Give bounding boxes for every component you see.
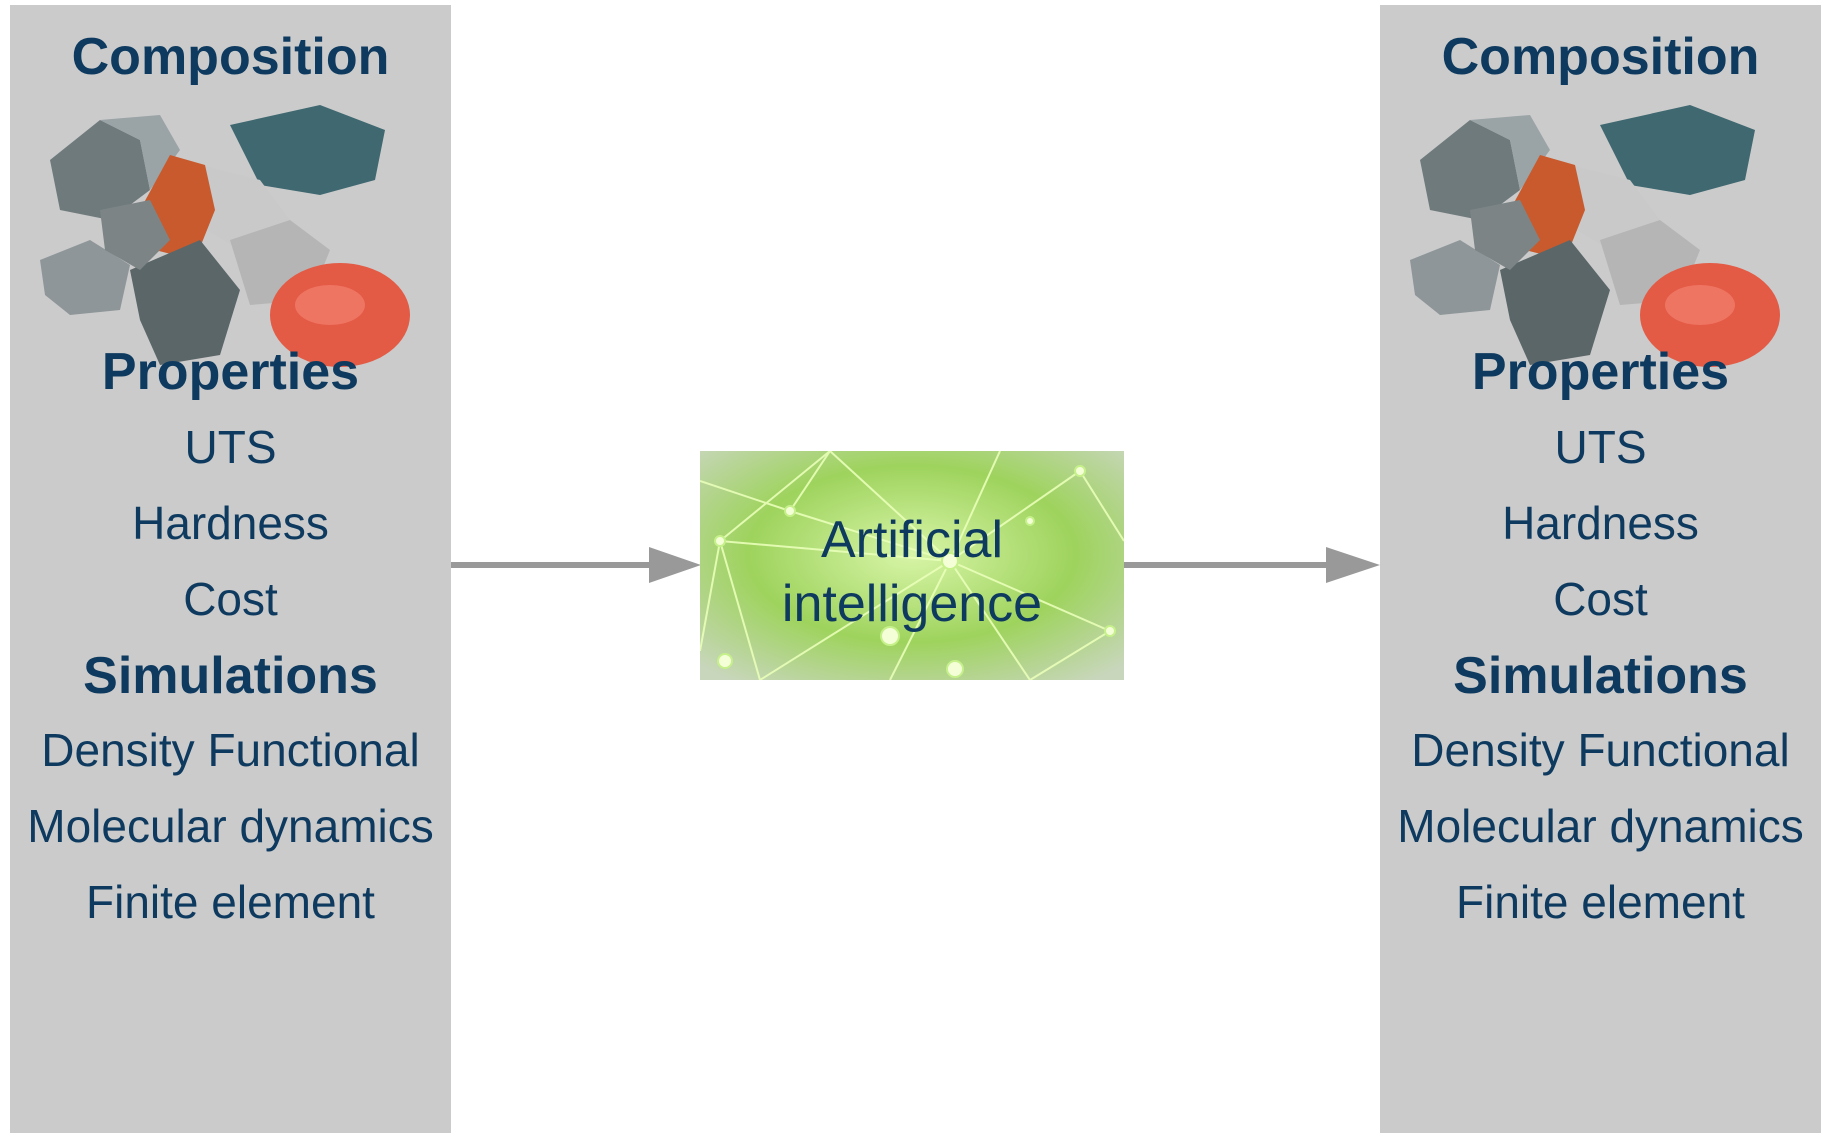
property-cost: Cost <box>1553 573 1648 625</box>
simulation-molecular-dynamics: Molecular dynamics <box>1397 800 1804 852</box>
neural-network-background <box>700 451 1124 680</box>
arrow-from-ai <box>1124 547 1380 583</box>
property-uts: UTS <box>184 421 277 473</box>
properties-heading: Properties <box>1471 343 1730 401</box>
ai-label-line1: Artificial <box>820 511 1004 569</box>
right-panel: Composition Properties UTS Hardness Cost… <box>1380 5 1821 1133</box>
properties-heading: Properties <box>101 343 360 401</box>
materials-image <box>40 105 410 367</box>
simulations-heading: Simulations <box>83 647 378 705</box>
composition-heading: Composition <box>1441 28 1760 86</box>
simulation-finite-element: Finite element <box>1456 876 1745 928</box>
simulation-finite-element: Finite element <box>86 876 375 928</box>
arrow-to-ai <box>451 547 701 583</box>
property-cost: Cost <box>183 573 278 625</box>
ai-label-line2: intelligence <box>781 575 1043 633</box>
left-panel: Composition Properties UTS Hardness Cost… <box>10 5 451 1133</box>
simulation-density-functional: Density Functional <box>1411 724 1790 776</box>
simulation-molecular-dynamics: Molecular dynamics <box>27 800 434 852</box>
materials-image <box>1410 105 1780 367</box>
property-uts: UTS <box>1554 421 1647 473</box>
composition-heading: Composition <box>71 28 390 86</box>
property-hardness: Hardness <box>132 497 329 549</box>
property-hardness: Hardness <box>1502 497 1699 549</box>
simulation-density-functional: Density Functional <box>41 724 420 776</box>
simulations-heading: Simulations <box>1453 647 1748 705</box>
ai-box: Artificial intelligence <box>700 451 1124 680</box>
